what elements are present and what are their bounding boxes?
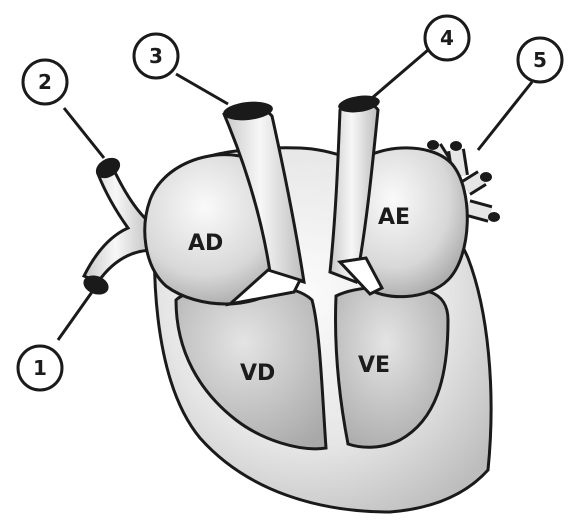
pulmonary-vein-opening [488,212,500,222]
callout-3: 3 [134,34,178,78]
callout-4: 4 [425,16,469,60]
callout-5: 5 [518,38,562,82]
pulmonary-vein-opening [480,172,492,182]
label-left-ventricle: VE [358,353,390,378]
callout-3-label: 3 [149,44,163,68]
callout-2-label: 2 [38,70,52,94]
label-right-ventricle: VD [240,361,275,386]
label-left-atrium: AE [378,205,410,230]
label-right-atrium: AD [188,231,223,256]
callout-1-label: 1 [33,356,47,380]
callout-2: 2 [23,60,67,104]
pulmonary-vein-opening [427,140,439,150]
callout-1: 1 [18,346,62,390]
pulmonary-vein-opening [450,141,462,151]
callout-4-label: 4 [440,26,454,50]
callout-5-label: 5 [533,48,547,72]
